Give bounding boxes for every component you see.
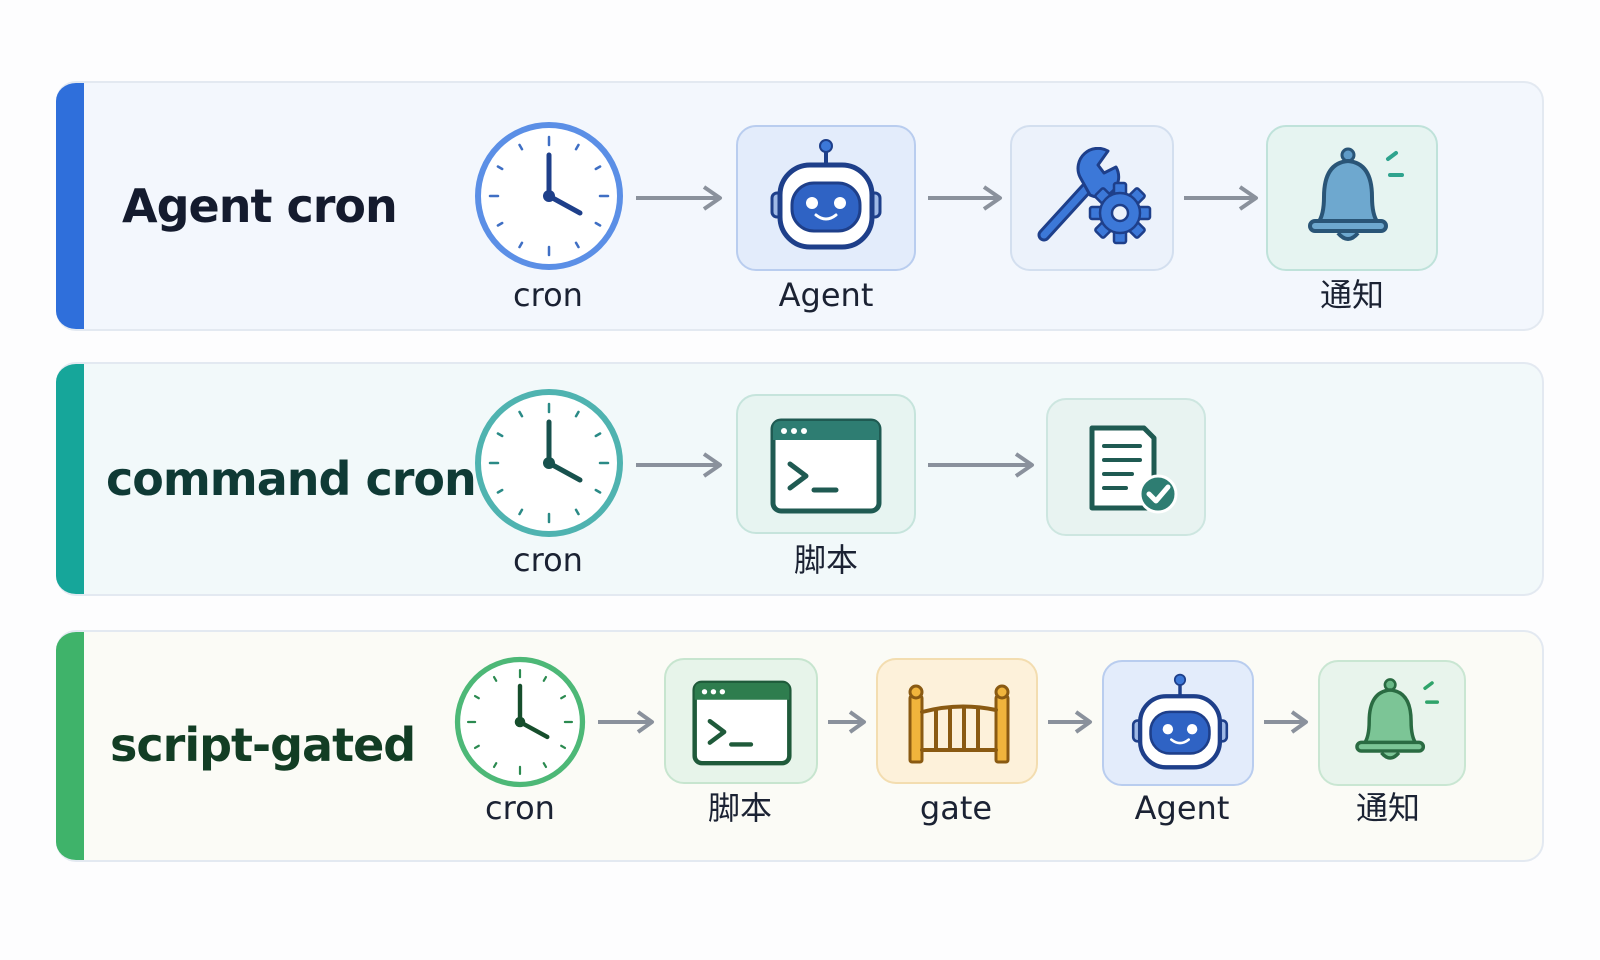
notify-node xyxy=(1266,125,1438,271)
arrow-icon xyxy=(596,708,658,736)
row-title: script-gated xyxy=(110,718,416,772)
node-label: cron xyxy=(485,789,555,827)
bell-icon xyxy=(1302,145,1412,255)
node-label: Agent xyxy=(778,276,874,314)
node-label: cron xyxy=(513,276,583,314)
arrow-icon xyxy=(926,183,1006,213)
node-label: cron xyxy=(513,541,583,579)
terminal-icon xyxy=(692,680,792,766)
row-title: Agent cron xyxy=(122,179,398,233)
row-accent-bar xyxy=(56,364,84,594)
node-label: 脚本 xyxy=(707,789,773,827)
node-label: 脚本 xyxy=(793,541,859,579)
arrow-icon xyxy=(926,450,1038,480)
arrow-icon xyxy=(1046,708,1096,736)
tools-node xyxy=(1010,125,1174,271)
row-accent-bar xyxy=(56,83,84,329)
robot-icon xyxy=(1128,672,1232,776)
gate-icon xyxy=(904,682,1014,766)
arrow-icon xyxy=(826,708,870,736)
clock-icon xyxy=(474,388,624,538)
arrow-icon xyxy=(1262,708,1312,736)
row-command-cron: command cron cron xyxy=(56,362,1544,596)
agent-node xyxy=(1102,660,1254,786)
arrow-icon xyxy=(634,450,726,480)
node-label: gate xyxy=(919,789,993,827)
script-node xyxy=(736,394,916,534)
row-title: command cron xyxy=(106,452,477,506)
clock-icon xyxy=(474,121,624,271)
clock-icon xyxy=(454,656,586,788)
bell-icon xyxy=(1350,676,1446,772)
arrow-icon xyxy=(634,183,726,213)
wrench-gear-icon xyxy=(1034,147,1154,247)
row-accent-bar xyxy=(56,632,84,860)
row-script-gated: script-gated cron xyxy=(56,630,1544,862)
node-label: 通知 xyxy=(1355,789,1421,827)
notify-node xyxy=(1318,660,1466,786)
gate-node xyxy=(876,658,1038,784)
report-node xyxy=(1046,398,1206,536)
robot-icon xyxy=(766,137,886,257)
document-check-icon xyxy=(1086,422,1182,518)
node-label: Agent xyxy=(1134,789,1230,827)
row-agent-cron: Agent cron cron xyxy=(56,81,1544,331)
node-label: 通知 xyxy=(1319,276,1385,314)
agent-node xyxy=(736,125,916,271)
script-node xyxy=(664,658,818,784)
arrow-icon xyxy=(1182,183,1262,213)
terminal-icon xyxy=(770,418,882,514)
